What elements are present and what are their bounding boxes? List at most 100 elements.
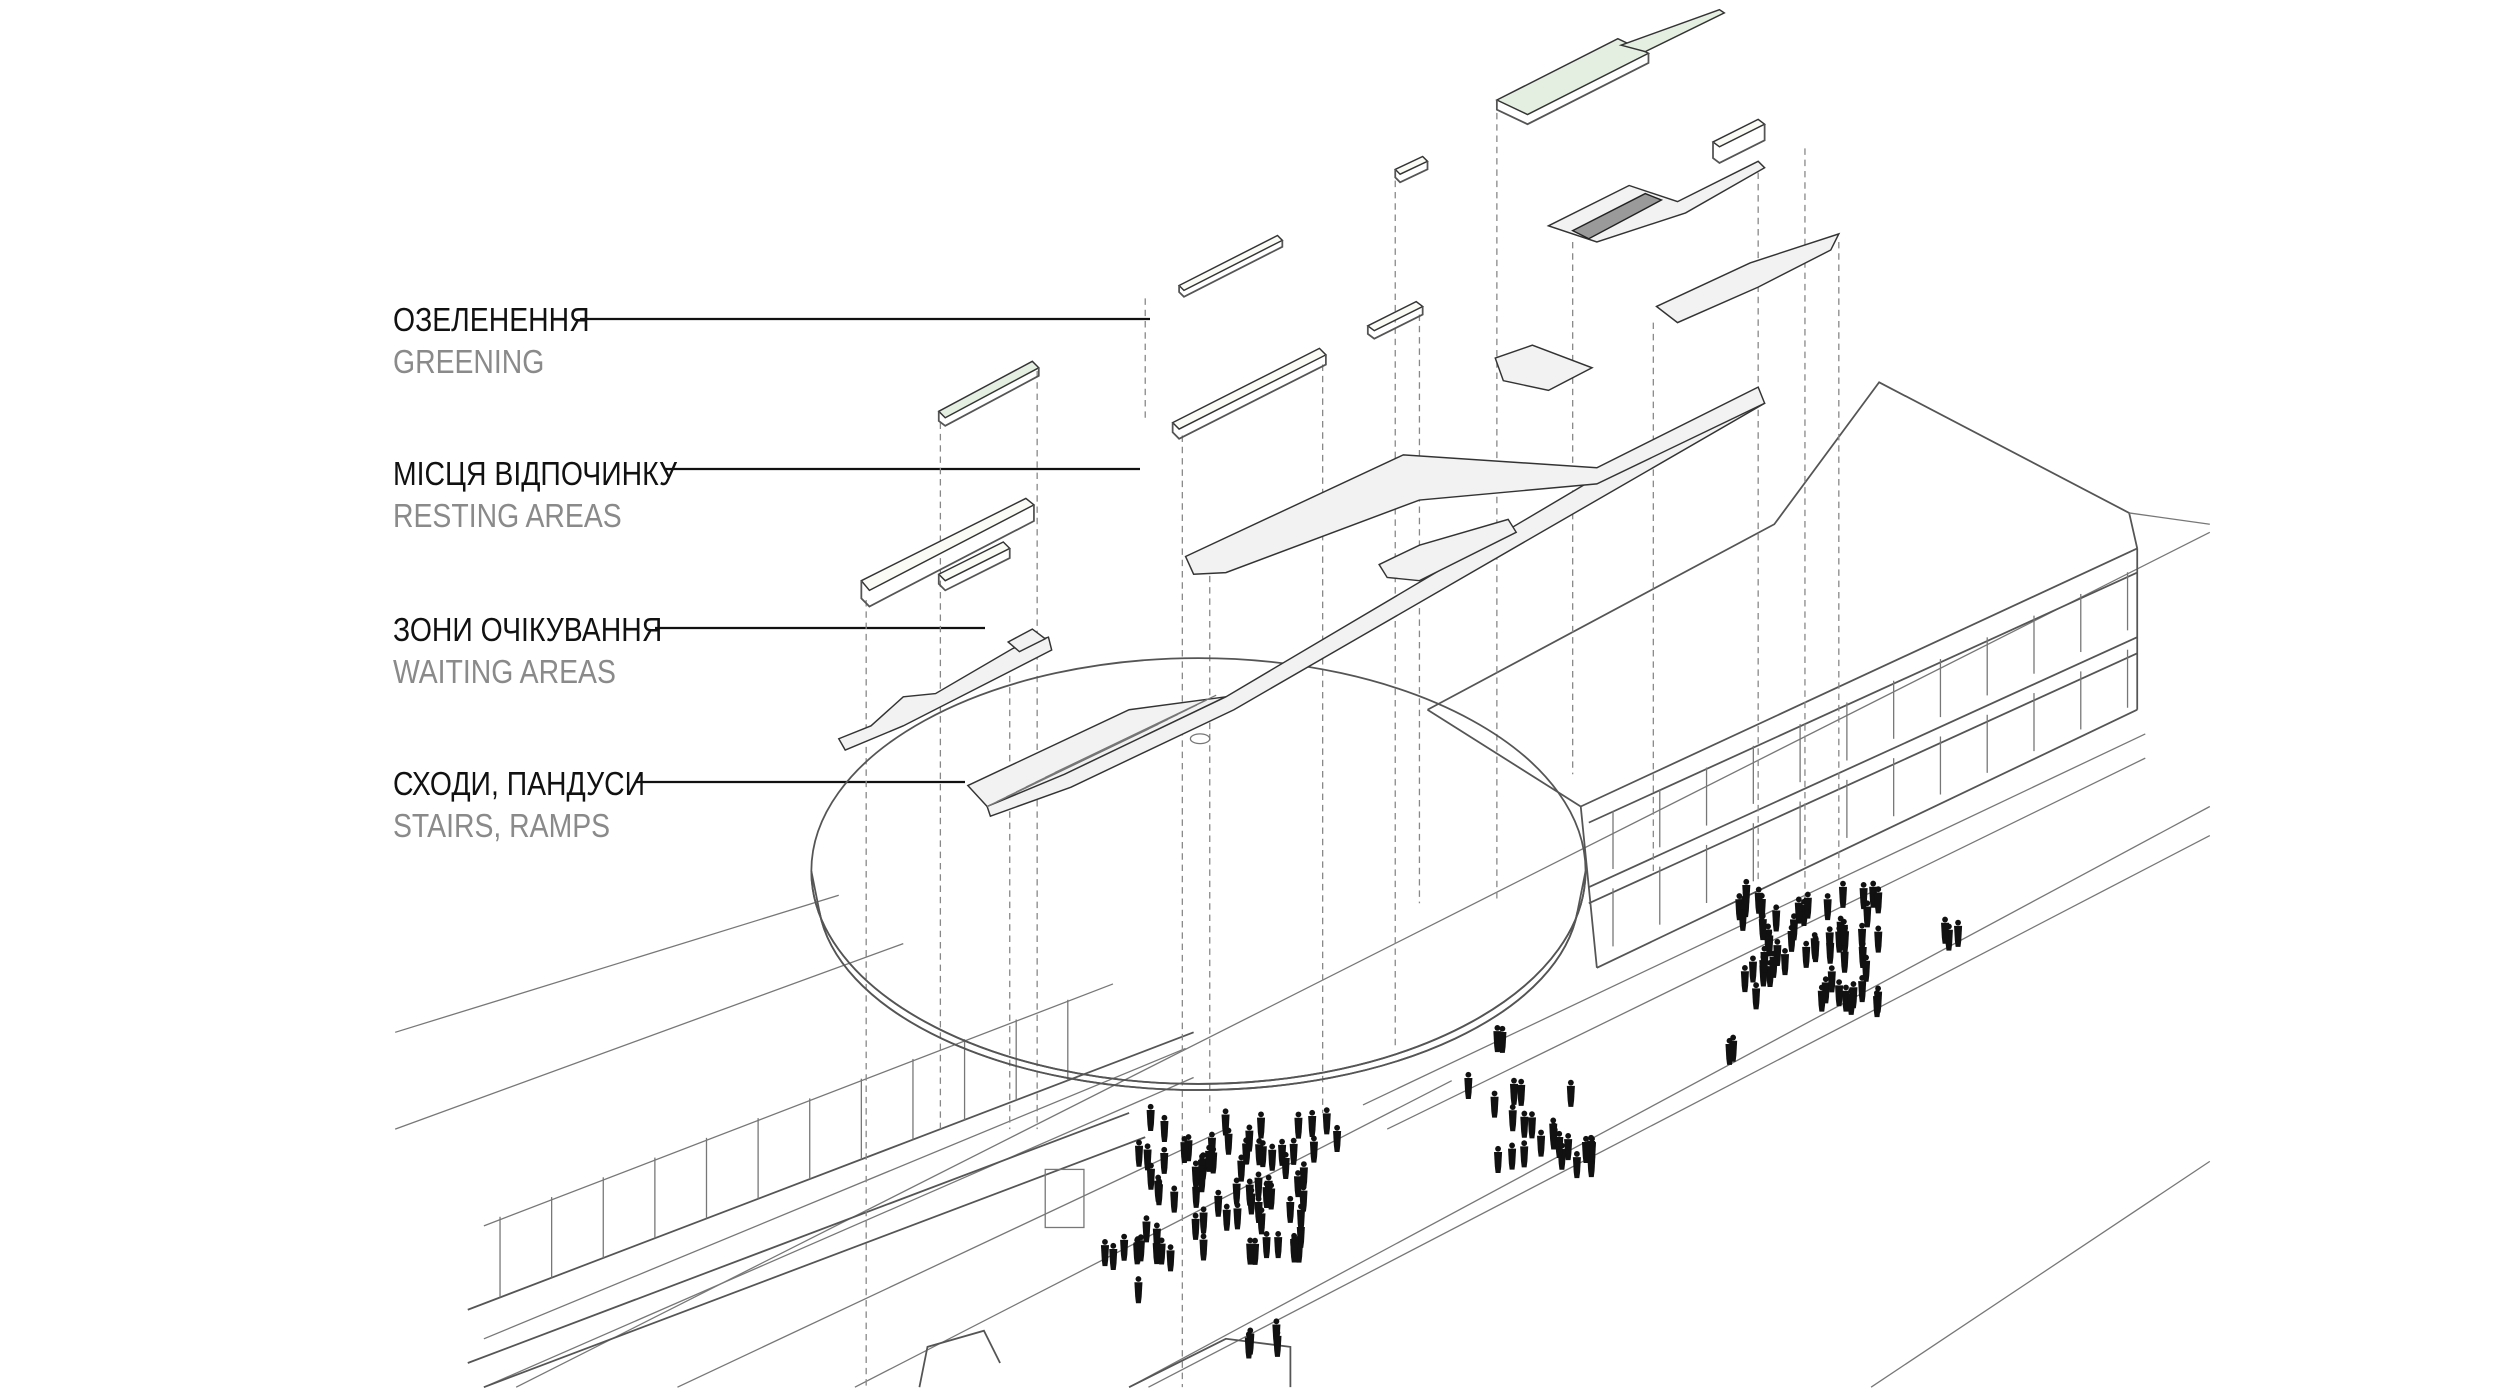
person-figure — [1242, 1137, 1251, 1165]
person-figure — [1772, 904, 1781, 932]
person-figure — [1520, 1140, 1529, 1168]
person-figure — [1232, 1177, 1241, 1205]
person-figure — [1517, 1078, 1526, 1106]
legend-label-ua: МІСЦЯ ВІДПОЧИНКУ — [393, 455, 677, 492]
person-figure — [1146, 1162, 1155, 1190]
person-figure — [1839, 918, 1848, 946]
resting-areas-elements — [860, 118, 1841, 608]
person-figure — [1205, 1144, 1214, 1172]
person-figure — [1874, 925, 1883, 953]
person-figure — [1264, 1174, 1273, 1202]
person-figure — [1760, 945, 1769, 973]
person-figure — [1874, 886, 1883, 914]
person-figure — [1862, 954, 1871, 982]
person-figure — [1780, 947, 1790, 976]
person-figure — [1835, 979, 1844, 1007]
person-figure — [1564, 1132, 1573, 1161]
person-figure — [1214, 1189, 1223, 1217]
person-figure — [1237, 1154, 1246, 1182]
legend-label-en: STAIRS, RAMPS — [393, 807, 611, 844]
legend-greening: ОЗЕЛЕНЕННЯ GREENING — [393, 302, 622, 380]
person-figure — [1309, 1135, 1318, 1163]
person-figure — [1308, 1109, 1317, 1137]
person-figure — [1738, 903, 1747, 931]
legend-waiting-areas: ЗОНИ ОЧІКУВАННЯ WAITING AREAS — [393, 612, 706, 690]
person-figure — [1725, 1037, 1734, 1065]
person-figure — [1245, 1178, 1254, 1206]
person-figure — [1817, 984, 1826, 1012]
person-figure — [1873, 990, 1882, 1018]
person-figure — [1810, 932, 1819, 960]
person-figure — [1199, 1233, 1208, 1261]
person-figure — [1255, 1138, 1264, 1166]
person-figure — [1794, 896, 1803, 924]
person-figure — [1191, 1160, 1200, 1188]
person-figure — [1740, 965, 1749, 993]
legend-label-ua: ОЗЕЛЕНЕННЯ — [393, 301, 590, 338]
person-figure — [1490, 1090, 1499, 1118]
person-figure — [1272, 1318, 1281, 1346]
person-figure — [1254, 1171, 1263, 1199]
person-figure — [1520, 1110, 1529, 1138]
person-figure — [1333, 1124, 1342, 1153]
person-figure — [1555, 1130, 1564, 1158]
person-figure — [1840, 945, 1849, 973]
legend-stairs-ramps: СХОДИ, ПАНДУСИ STAIRS, RAMPS — [393, 766, 686, 844]
person-figure — [1244, 1331, 1253, 1359]
person-figure — [1199, 1206, 1208, 1234]
person-figure — [1136, 1234, 1145, 1262]
projection-lines — [865, 112, 1840, 1388]
person-figure — [1160, 1146, 1169, 1174]
person-figure — [1262, 1231, 1271, 1259]
pedestrians — [1100, 878, 1963, 1359]
person-figure — [1508, 1142, 1517, 1170]
greening-elements — [937, 8, 1726, 427]
legend-label-en: RESTING AREAS — [393, 497, 622, 534]
person-figure — [1281, 1151, 1290, 1179]
person-figure — [1256, 1111, 1266, 1139]
person-figure — [1494, 1145, 1503, 1173]
person-figure — [1109, 1242, 1118, 1271]
person-figure — [1257, 1207, 1266, 1235]
person-figure — [1160, 1114, 1169, 1143]
person-figure — [1166, 1244, 1175, 1272]
person-figure — [1863, 900, 1872, 928]
person-figure — [1233, 1202, 1242, 1230]
person-figure — [1146, 1103, 1155, 1131]
person-figure — [1509, 1077, 1519, 1105]
person-figure — [1825, 926, 1834, 954]
person-figure — [1222, 1203, 1231, 1231]
person-figure — [1769, 950, 1778, 978]
person-figure — [1802, 940, 1811, 968]
person-figure — [1566, 1079, 1575, 1107]
person-figure — [1152, 1237, 1161, 1265]
waiting-areas-elements — [837, 628, 1053, 751]
person-figure — [1274, 1231, 1283, 1259]
person-figure — [1322, 1107, 1331, 1135]
lower-building — [467, 983, 1292, 1389]
person-figure — [1508, 1104, 1517, 1132]
person-figure — [1847, 987, 1856, 1015]
person-figure — [1246, 1237, 1255, 1265]
person-figure — [1268, 1143, 1277, 1171]
person-figure — [1142, 1215, 1151, 1243]
person-figure — [1765, 929, 1774, 957]
person-figure — [1527, 1111, 1536, 1139]
stairs-ramps-elements — [966, 386, 1766, 818]
person-figure — [1498, 1025, 1507, 1053]
person-figure — [1581, 1135, 1591, 1163]
person-figure — [1134, 1276, 1143, 1304]
person-figure — [1941, 916, 1950, 944]
person-figure — [1754, 886, 1763, 914]
person-figure — [1191, 1212, 1200, 1240]
legend-label-en: GREENING — [393, 343, 545, 380]
person-figure — [1572, 1151, 1581, 1179]
person-figure — [1293, 1170, 1303, 1198]
person-figure — [1154, 1174, 1163, 1202]
person-figure — [1221, 1108, 1230, 1136]
legend-label-en: WAITING AREAS — [393, 653, 616, 690]
stair-step — [1054, 694, 1217, 774]
person-figure — [1748, 955, 1757, 983]
person-figure — [1120, 1233, 1129, 1261]
